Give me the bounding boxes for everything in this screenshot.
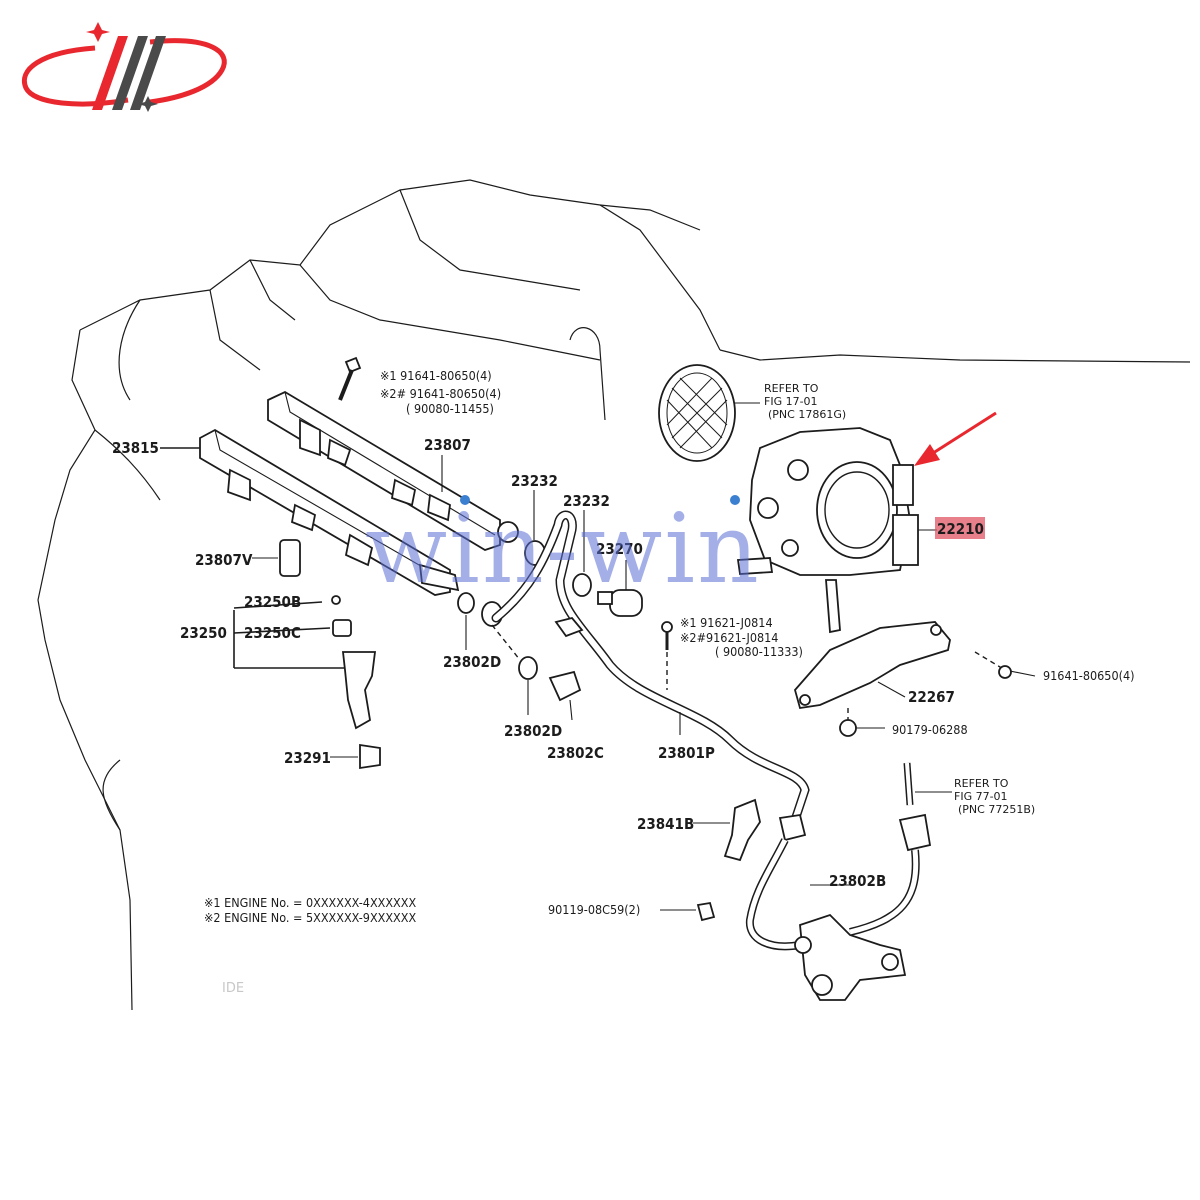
engine-notes: ※1 ENGINE No. = 0XXXXXX-4XXXXXX ※2 ENGIN… xyxy=(204,895,416,996)
refer-2-line-3: (PNC 77251B) xyxy=(958,803,1035,816)
part-labels: 23815 23807 23232 23232 23270 22210 2380… xyxy=(112,436,985,890)
label-23815: 23815 xyxy=(112,439,159,457)
label-23841B: 23841B xyxy=(637,815,694,833)
cut-off-text: IDE xyxy=(222,981,244,996)
svg-text:win-win: win-win xyxy=(365,493,761,605)
bolt-label-right: 91641-80650(4) xyxy=(1043,668,1135,683)
label-22267: 22267 xyxy=(908,688,955,706)
label-23802C: 23802C xyxy=(547,744,604,762)
label-23802D-b: 23802D xyxy=(504,722,562,740)
label-23802B: 23802B xyxy=(829,872,886,890)
label-23807: 23807 xyxy=(424,436,471,454)
engine-outline xyxy=(37,179,1191,1011)
brand-logo xyxy=(22,22,227,112)
label-23802D-a: 23802D xyxy=(443,653,501,671)
engine-note-1: ※1 ENGINE No. = 0XXXXXX-4XXXXXX xyxy=(204,895,416,910)
label-22210: 22210 xyxy=(937,520,984,538)
intake-screen xyxy=(658,364,760,462)
watermark: win-win xyxy=(365,493,761,605)
refer-1-line-1: REFER TO xyxy=(764,382,819,395)
top-bolt xyxy=(338,356,362,401)
leader-lines xyxy=(160,447,850,886)
label-23250B: 23250B xyxy=(244,593,301,611)
small-bolt-label: 90119-08C59(2) xyxy=(548,902,640,917)
fuel-rail-upper xyxy=(267,390,519,551)
label-23232-a: 23232 xyxy=(511,472,558,490)
highlight-arrow xyxy=(914,411,997,466)
label-23807V: 23807V xyxy=(195,551,253,569)
bolt-label-top-2: ※2# 91641-80650(4) xyxy=(380,386,501,401)
nut-90179 xyxy=(839,708,885,737)
clamp-23841B xyxy=(693,798,761,862)
pressure-sensor-23270 xyxy=(597,560,643,617)
damper-23802B xyxy=(794,762,952,1001)
bolt-label-mid-1: ※1 91621-J0814 xyxy=(680,615,773,630)
label-23250: 23250 xyxy=(180,624,227,642)
bolt-90119 xyxy=(660,901,716,922)
union-bolt-23802C xyxy=(548,670,582,721)
bracket-22267 xyxy=(794,621,951,710)
refer-1-line-2: FIG 17-01 xyxy=(764,395,818,408)
label-23801P: 23801P xyxy=(658,744,715,762)
label-23291: 23291 xyxy=(284,749,331,767)
bolt-91641-right xyxy=(974,651,1036,679)
bolt-label-top-1: ※1 91641-80650(4) xyxy=(380,368,492,383)
fuel-rail-lower xyxy=(199,428,460,596)
refer-1-line-3: (PNC 17861G) xyxy=(768,408,846,421)
fuel-pipe xyxy=(491,510,810,951)
bolt-label-mid-3: ( 90080-11333) xyxy=(715,644,803,659)
refer-labels: REFER TO FIG 17-01 (PNC 17861G) REFER TO… xyxy=(764,382,1035,816)
bolt-label-top-3: ( 90080-11455) xyxy=(406,401,494,416)
nut-label: 90179-06288 xyxy=(892,722,968,737)
refer-2-line-1: REFER TO xyxy=(954,777,1009,790)
engine-note-2: ※2 ENGINE No. = 5XXXXXX-9XXXXXX xyxy=(204,910,416,925)
injector-group xyxy=(233,539,381,770)
label-23232-b: 23232 xyxy=(563,492,610,510)
label-23270: 23270 xyxy=(596,540,643,558)
label-23250C: 23250C xyxy=(244,624,301,642)
bolt-label-mid-2: ※2#91621-J0814 xyxy=(680,630,778,645)
throttle-body-22210 xyxy=(736,427,937,634)
middle-bolt xyxy=(661,621,673,690)
refer-2-line-2: FIG 77-01 xyxy=(954,790,1008,803)
bolt-labels: ※1 91641-80650(4) ※2# 91641-80650(4) ( 9… xyxy=(380,368,1135,917)
highlight-box xyxy=(935,517,985,539)
